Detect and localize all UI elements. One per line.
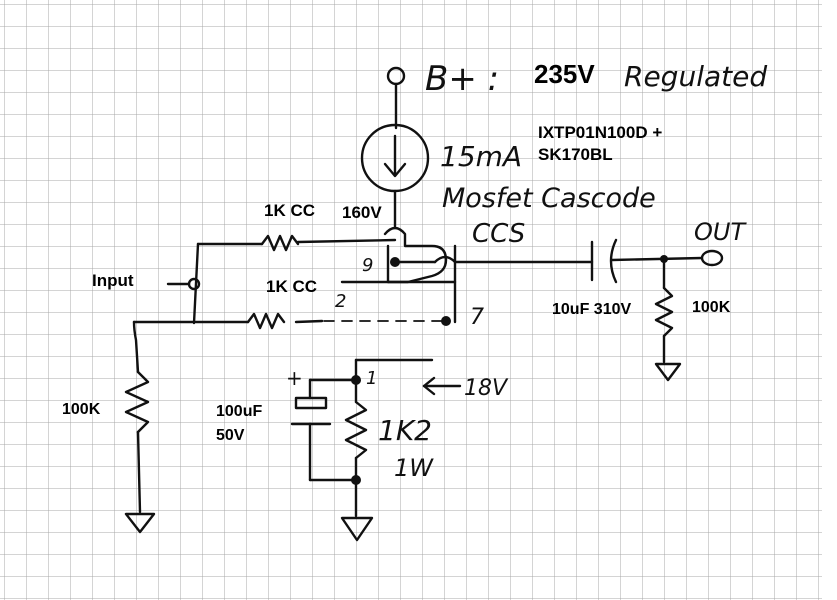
pin-cathode-2: 1 <box>366 368 377 389</box>
cathode-wiring <box>290 358 462 518</box>
ccs-part-number: IXTP01N100D + <box>538 123 662 142</box>
supply-voltage: 235V <box>534 59 595 89</box>
ccs-type-line1: Mosfet Cascode <box>442 183 656 214</box>
ccs-type-line2: CCS <box>472 219 525 249</box>
output-load-resistor <box>654 257 674 364</box>
supply-label: B+ : <box>425 59 499 99</box>
cathode-cap-line1: 100uF <box>216 403 262 420</box>
cathode-voltage: 18V <box>464 376 509 401</box>
supply-terminal <box>386 66 406 130</box>
grid-leak-label: 100K <box>62 401 101 418</box>
cathode-ground-icon <box>340 516 374 542</box>
paper-edge <box>822 0 837 600</box>
pin-plate: 9 <box>362 255 373 276</box>
grid-leak-resistor <box>124 320 150 514</box>
pin-cathode: 7 <box>470 305 484 330</box>
grid-stopper-top-label: 1K CC <box>264 201 315 220</box>
ccs-current: 15mA <box>440 140 522 173</box>
input-wiring <box>132 234 451 330</box>
output-label: OUT <box>694 218 747 246</box>
output-ground-icon <box>654 362 682 382</box>
coupling-cap-label: 10uF 310V <box>552 301 631 318</box>
cap-polarity: + <box>286 366 303 390</box>
output-load-label: 100K <box>692 299 731 316</box>
plate-voltage: 160V <box>342 203 382 222</box>
current-source-symbol <box>360 123 430 230</box>
grid-leak-ground-icon <box>124 512 156 534</box>
output-wiring <box>453 238 724 284</box>
grid-stopper-bottom-label: 1K CC <box>266 277 317 296</box>
pin-grid: 2 <box>335 291 346 312</box>
cathode-cap-line2: 50V <box>216 427 245 444</box>
supply-note: Regulated <box>624 60 767 93</box>
cathode-resistor-line2: 1W <box>394 454 434 482</box>
ccs-part-number-2: SK170BL <box>538 145 613 164</box>
cathode-resistor-line1: 1K2 <box>378 414 432 447</box>
input-label: Input <box>92 271 134 290</box>
tube-symbol <box>340 226 457 324</box>
